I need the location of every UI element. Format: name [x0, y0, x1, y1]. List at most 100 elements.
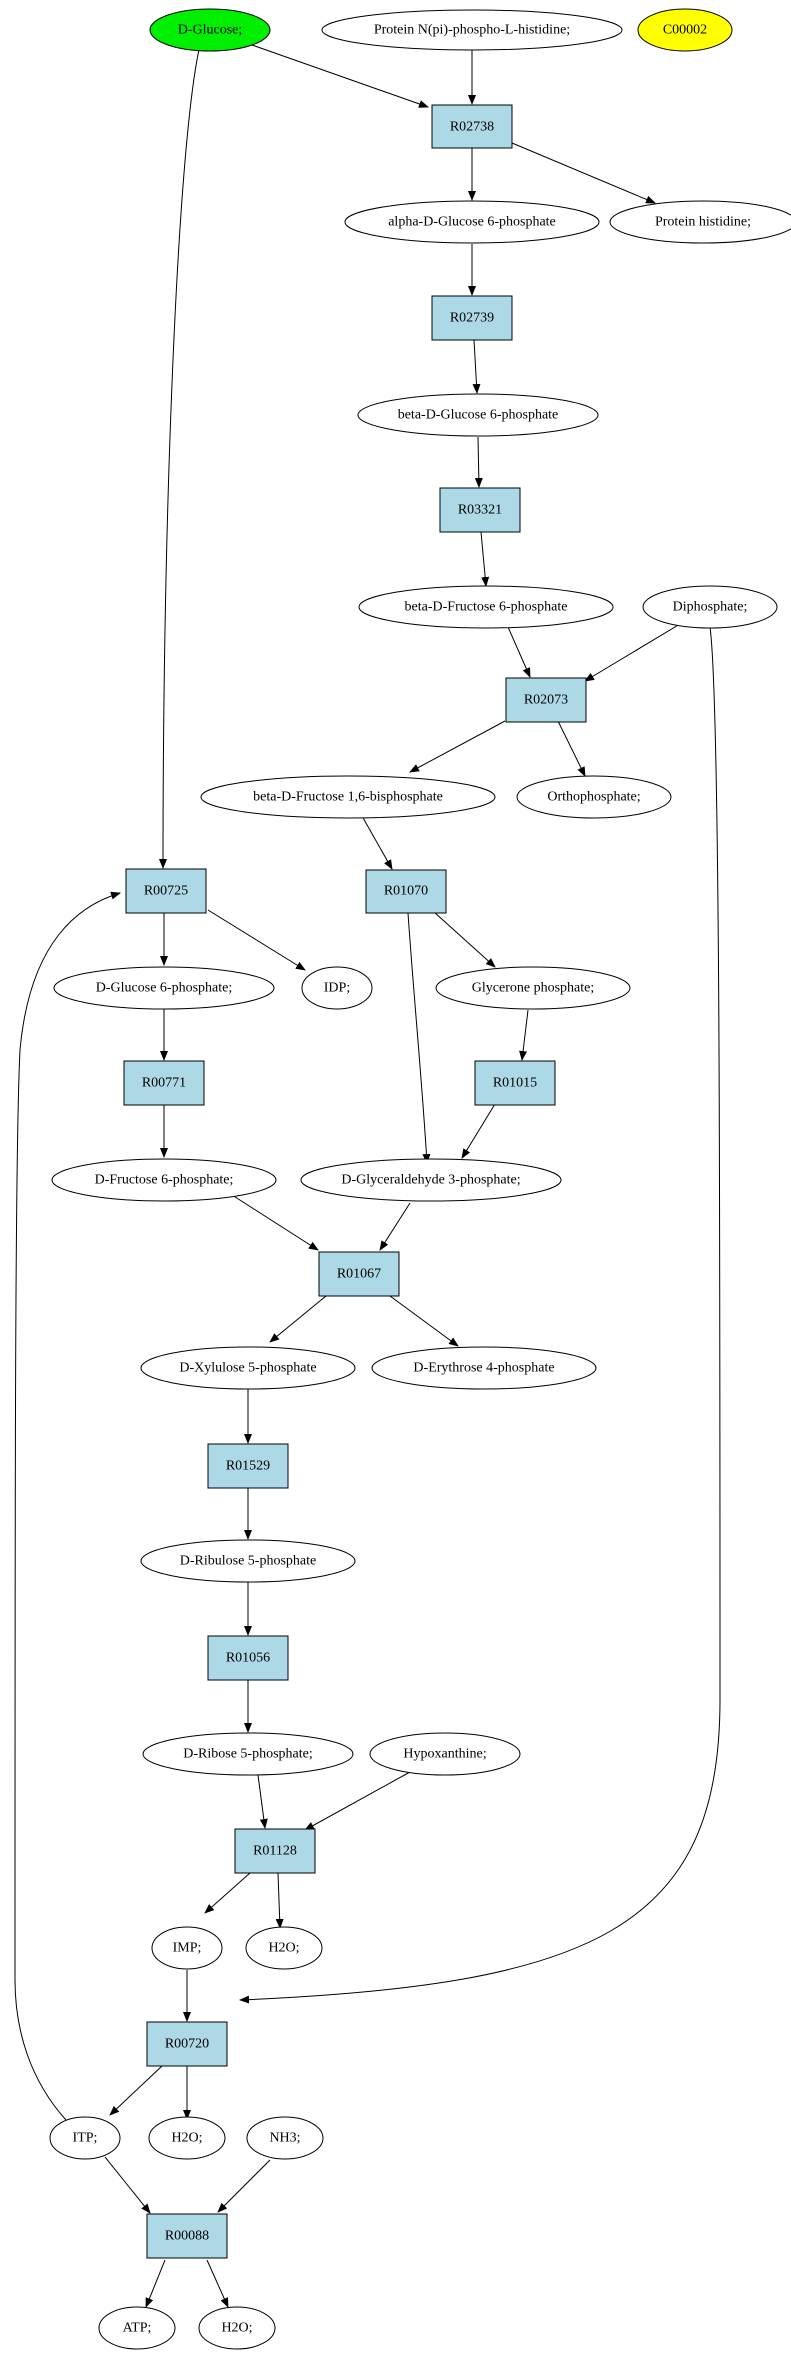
edge-r01067-to-d-erythrose-4-phosphate	[389, 1295, 459, 1347]
reaction-r00720[interactable]: R00720	[146, 2021, 228, 2067]
compound-label: D-Xylulose 5-phosphate	[179, 1361, 316, 1376]
reaction-r01015[interactable]: R01015	[474, 1060, 556, 1106]
edge-r02738-to-protein-histidine	[511, 142, 656, 204]
compound-d-glucose[interactable]: D-Glucose;	[149, 8, 271, 52]
compound-atp[interactable]: ATP;	[98, 2306, 176, 2350]
reaction-r03321[interactable]: R03321	[439, 487, 521, 533]
reaction-r00725[interactable]: R00725	[125, 868, 207, 914]
reaction-shape	[207, 1635, 289, 1681]
compound-beta-d-fructose-6-phosphate[interactable]: beta-D-Fructose 6-phosphate	[358, 585, 614, 629]
compound-idp[interactable]: IDP;	[301, 966, 373, 1010]
reaction-label: R01056	[226, 1651, 270, 1666]
reaction-shape	[207, 1443, 289, 1489]
compound-d-erythrose-4-phosphate[interactable]: D-Erythrose 4-phosphate	[371, 1346, 597, 1390]
compound-h2o-1[interactable]: H2O;	[245, 1926, 323, 1970]
compound-label: Hypoxanthine;	[403, 1747, 486, 1762]
edge-itp-to-r00088	[104, 2156, 151, 2214]
edge-d-fructose-6-phosphate-to-r01067	[231, 1194, 319, 1251]
compound-label: Orthophosphate;	[547, 790, 640, 805]
compound-label: Protein N(pi)-phospho-L-histidine;	[374, 23, 570, 38]
edge-r02739-to-beta-d-glucose-6-phosphate	[472, 339, 481, 394]
edge-r00720-to-itp	[109, 2065, 163, 2116]
compound-shape	[140, 1539, 356, 1583]
reaction-r00771[interactable]: R00771	[123, 1060, 205, 1106]
compound-label: H2O;	[171, 2131, 202, 2146]
reaction-label: R00088	[165, 2229, 209, 2244]
compound-label: D-Ribose 5-phosphate;	[183, 1747, 312, 1762]
compound-label: NH3;	[269, 2131, 300, 2146]
compound-label: Glycerone phosphate;	[472, 981, 594, 996]
compound-h2o-3[interactable]: H2O;	[198, 2306, 276, 2350]
compound-d-ribulose-5-phosphate[interactable]: D-Ribulose 5-phosphate	[140, 1539, 356, 1583]
compound-orthophosphate[interactable]: Orthophosphate;	[516, 775, 672, 819]
compound-h2o-2[interactable]: H2O;	[148, 2116, 226, 2160]
reaction-r01067[interactable]: R01067	[318, 1251, 400, 1297]
compound-shape	[151, 1926, 223, 1970]
edge-beta-d-fructose-1-6-bisphosphate-to-r01070	[361, 815, 393, 870]
edge-r01070-to-glycerone-phosphate	[433, 911, 496, 968]
compound-shape	[140, 1346, 356, 1390]
compound-d-xylulose-5-phosphate[interactable]: D-Xylulose 5-phosphate	[140, 1346, 356, 1390]
compound-label: C00002	[663, 23, 707, 38]
reaction-shape	[431, 104, 513, 149]
compound-glycerone-phosphate[interactable]: Glycerone phosphate;	[435, 966, 631, 1010]
reaction-shape	[318, 1251, 400, 1297]
compound-shape	[49, 2116, 121, 2160]
compound-protein-n-pi-phospho-l-histidine[interactable]: Protein N(pi)-phospho-L-histidine;	[321, 9, 623, 51]
edge-d-glucose-to-r02738	[251, 44, 429, 108]
compound-label: D-Fructose 6-phosphate;	[95, 1173, 234, 1188]
compound-shape	[300, 1158, 562, 1202]
compound-label: alpha-D-Glucose 6-phosphate	[388, 215, 556, 230]
edge-r00088-to-h2o-3	[206, 2259, 229, 2308]
reaction-r01070[interactable]: R01070	[365, 869, 447, 914]
edge-r00725-to-idp	[207, 909, 306, 971]
compound-label: ITP;	[73, 2131, 98, 2146]
compound-label: beta-D-Fructose 1,6-bisphosphate	[253, 790, 443, 805]
compound-beta-d-glucose-6-phosphate[interactable]: beta-D-Glucose 6-phosphate	[357, 393, 599, 437]
compound-diphosphate[interactable]: Diphosphate;	[642, 585, 778, 629]
reaction-r02073[interactable]: R02073	[505, 677, 587, 723]
edge-nh3-to-r00088	[217, 2159, 271, 2213]
compound-itp[interactable]: ITP;	[49, 2116, 121, 2160]
compound-protein-histidine[interactable]: Protein histidine;	[609, 200, 791, 244]
reaction-shape	[365, 869, 447, 914]
compound-d-glucose-6-phosphate[interactable]: D-Glucose 6-phosphate;	[53, 966, 275, 1010]
reaction-shape	[439, 487, 521, 533]
edge-diphosphate-to-r00720	[239, 626, 721, 2004]
reaction-r01529[interactable]: R01529	[207, 1443, 289, 1489]
edge-glycerone-phosphate-to-r01015	[519, 1009, 529, 1061]
edge-diphosphate-to-r02073	[584, 623, 681, 682]
compound-alpha-d-glucose-6-phosphate[interactable]: alpha-D-Glucose 6-phosphate	[344, 200, 600, 244]
reaction-r00088[interactable]: R00088	[146, 2213, 228, 2259]
reaction-r01128[interactable]: R01128	[234, 1828, 316, 1874]
compound-shape	[200, 775, 496, 819]
reaction-label: R01015	[493, 1076, 537, 1091]
reaction-label: R01529	[226, 1459, 270, 1474]
edge-r02073-to-orthophosphate	[557, 720, 586, 777]
reaction-r01056[interactable]: R01056	[207, 1635, 289, 1681]
compound-imp[interactable]: IMP;	[151, 1926, 223, 1970]
compound-hypoxanthine[interactable]: Hypoxanthine;	[369, 1732, 521, 1776]
compound-shape	[51, 1158, 277, 1202]
edges	[14, 44, 721, 2308]
compound-beta-d-fructose-1-6-bisphosphate[interactable]: beta-D-Fructose 1,6-bisphosphate	[200, 775, 496, 819]
compound-shape	[148, 2116, 226, 2160]
reaction-r02739[interactable]: R02739	[431, 295, 513, 341]
reaction-label: R01067	[337, 1267, 381, 1282]
compound-c00002[interactable]: C00002	[637, 8, 733, 52]
compound-d-ribose-5-phosphate[interactable]: D-Ribose 5-phosphate;	[142, 1732, 354, 1776]
compound-d-fructose-6-phosphate[interactable]: D-Fructose 6-phosphate;	[51, 1158, 277, 1202]
compound-label: Protein histidine;	[655, 215, 751, 230]
compound-nh3[interactable]: NH3;	[246, 2116, 324, 2160]
reaction-shape	[123, 1060, 205, 1106]
compound-d-glyceraldehyde-3-phosphate[interactable]: D-Glyceraldehyde 3-phosphate;	[300, 1158, 562, 1202]
reaction-label: R02739	[450, 311, 494, 326]
compound-shape	[198, 2306, 276, 2350]
compound-label: D-Glyceraldehyde 3-phosphate;	[341, 1173, 520, 1188]
reaction-r02738[interactable]: R02738	[431, 104, 513, 149]
target-compound-shape	[637, 8, 733, 52]
nodes: D-Glucose; Protein N(pi)-phospho-L-histi…	[49, 8, 791, 2350]
compound-label: D-Glucose 6-phosphate;	[96, 981, 232, 996]
compound-shape	[142, 1732, 354, 1776]
